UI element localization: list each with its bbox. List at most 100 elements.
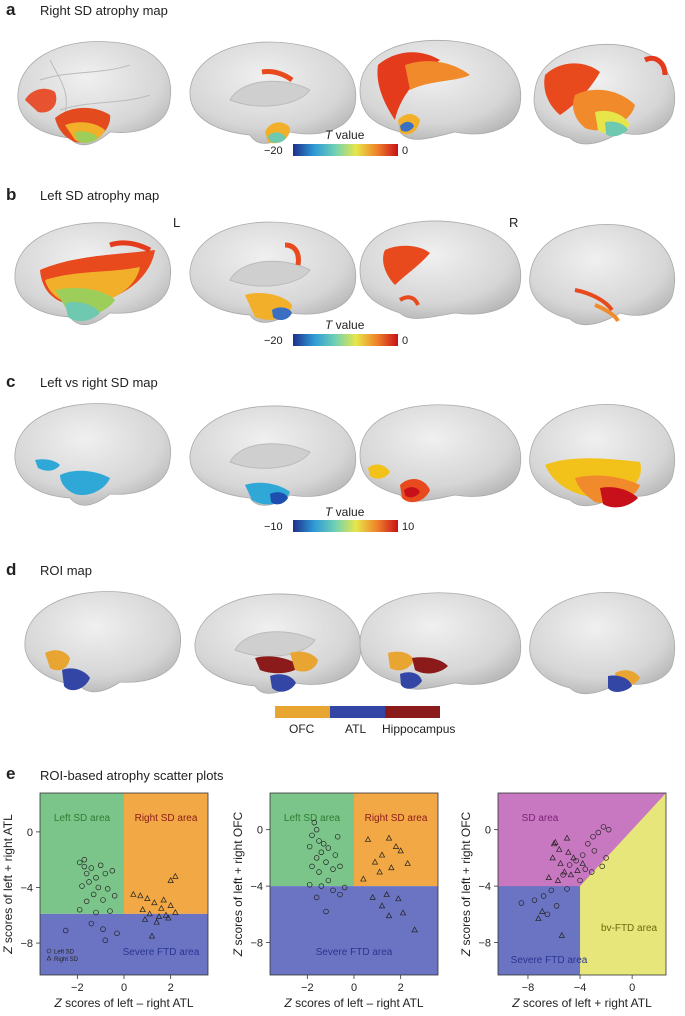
panel-b-letter: b	[6, 185, 17, 204]
right-sd-point	[146, 910, 153, 917]
colorbar-c	[293, 520, 398, 532]
right-sd-point	[158, 904, 165, 911]
panel-c-title: Left vs right SD map	[40, 375, 158, 390]
left-sd-point	[564, 886, 570, 892]
x-axis-label: Z scores of left – right ATL	[283, 996, 424, 1010]
right-sd-point	[579, 860, 586, 866]
severe-ftd-region	[270, 886, 438, 975]
y-tick-label: −8	[20, 938, 33, 950]
left-sd-point	[93, 874, 99, 881]
left-sd-point	[577, 877, 583, 884]
panel-b-brains	[14, 220, 676, 326]
y-tick-label: −4	[478, 881, 491, 893]
x-tick-label: 2	[168, 982, 174, 994]
left-sd-point	[79, 883, 85, 889]
left-sd-point	[316, 838, 322, 844]
left-sd-point	[81, 856, 88, 863]
left-sd-point	[83, 870, 90, 877]
x-axis-label: Z scores of left – right ATL	[53, 996, 194, 1010]
left-sd-point	[323, 859, 329, 865]
y-axis-label: Z scores of left + right OFC	[459, 811, 473, 957]
brain-medial-left	[189, 41, 357, 144]
left-sd-point	[309, 832, 315, 839]
panel-e-letter: e	[6, 764, 16, 783]
right-sd-point	[141, 915, 149, 922]
left-sd-point	[306, 843, 313, 850]
brain-lateral-left	[24, 591, 182, 693]
severe-ftd-area-label: Severe FTD area	[316, 947, 393, 958]
roi-legend-atl-swatch	[330, 706, 385, 718]
right-sd-point	[144, 895, 151, 901]
right-sd-point	[385, 834, 393, 841]
x-tick-label: −8	[522, 982, 535, 994]
left-sd-point	[109, 868, 116, 874]
right-sd-region	[124, 793, 208, 914]
left-sd-point	[62, 927, 69, 934]
right-sd-point	[550, 840, 558, 847]
right-sd-point	[360, 875, 367, 882]
right-sd-point	[167, 876, 174, 883]
left-sd-point	[585, 841, 591, 847]
severe-ftd-area-label: Severe FTD area	[123, 947, 200, 958]
colorbar-c-title: T value	[325, 505, 365, 519]
right-sd-point	[137, 892, 144, 899]
brain-medial-right	[359, 592, 522, 690]
left-sd-point	[591, 848, 598, 854]
right-sd-point	[392, 843, 400, 849]
left-sd-point	[560, 872, 566, 878]
brain-lateral-right	[529, 224, 676, 326]
right-sd-point	[376, 868, 383, 875]
right-sd-point	[570, 854, 577, 861]
right-sd-point	[167, 901, 174, 908]
left-sd-point	[97, 862, 104, 868]
left-sd-point	[90, 891, 97, 898]
panel-d-brains	[24, 591, 676, 695]
y-tick-label: 0	[485, 825, 491, 837]
left-sd-point	[86, 879, 92, 885]
panel-d-title: ROI map	[40, 563, 93, 578]
left-sd-point	[579, 852, 586, 858]
roi-legend-ofc-swatch	[275, 706, 330, 718]
left-sd-point	[337, 891, 343, 898]
x-tick-label: −4	[574, 982, 587, 994]
left-sd-point	[518, 900, 525, 906]
colorbar-b-min: −20	[264, 335, 283, 347]
severe-ftd-area-label: Severe FTD area	[511, 955, 588, 966]
left-sd-point	[313, 894, 320, 901]
colorbar-b-max: 0	[402, 335, 409, 347]
colorbar-c-min: −10	[264, 521, 283, 533]
left-sd-point	[582, 866, 589, 872]
x-tick-label: 2	[398, 982, 404, 994]
left-sd-point	[341, 884, 348, 891]
left-sd-point	[553, 903, 560, 909]
left-sd-region	[40, 793, 124, 914]
brain-lateral-right	[529, 592, 676, 695]
right-sd-point	[388, 864, 395, 871]
left-sd-point	[573, 857, 579, 864]
x-tick-label: 0	[121, 982, 127, 994]
left-sd-point	[76, 859, 83, 866]
y-tick-label: 0	[257, 825, 263, 837]
left-sd-point	[566, 862, 573, 868]
right-sd-point	[556, 845, 563, 852]
right-sd-point	[554, 876, 562, 883]
right-sd-point	[153, 918, 160, 925]
left-sd-point	[600, 824, 607, 830]
right-sd-point	[574, 867, 581, 873]
right-sd-point	[369, 893, 376, 900]
left-sd-point	[107, 908, 113, 914]
left-sd-point	[306, 881, 313, 888]
legend-left-sd-marker	[46, 948, 52, 954]
x-tick-label: −2	[71, 982, 84, 994]
left-sd-point	[102, 870, 109, 877]
colorbar-c-max: 10	[402, 521, 415, 533]
left-sd-point	[102, 937, 109, 944]
left-sd-point	[595, 829, 602, 836]
left-sd-point	[603, 855, 609, 861]
left-sd-point	[95, 884, 102, 891]
colorbar-b-title: T value	[325, 318, 365, 332]
roi-legend-ofc-label: OFC	[289, 722, 315, 736]
hemisphere-right-label: R	[509, 215, 519, 230]
panel-c-letter: c	[6, 372, 16, 391]
left-sd-point	[76, 906, 83, 913]
